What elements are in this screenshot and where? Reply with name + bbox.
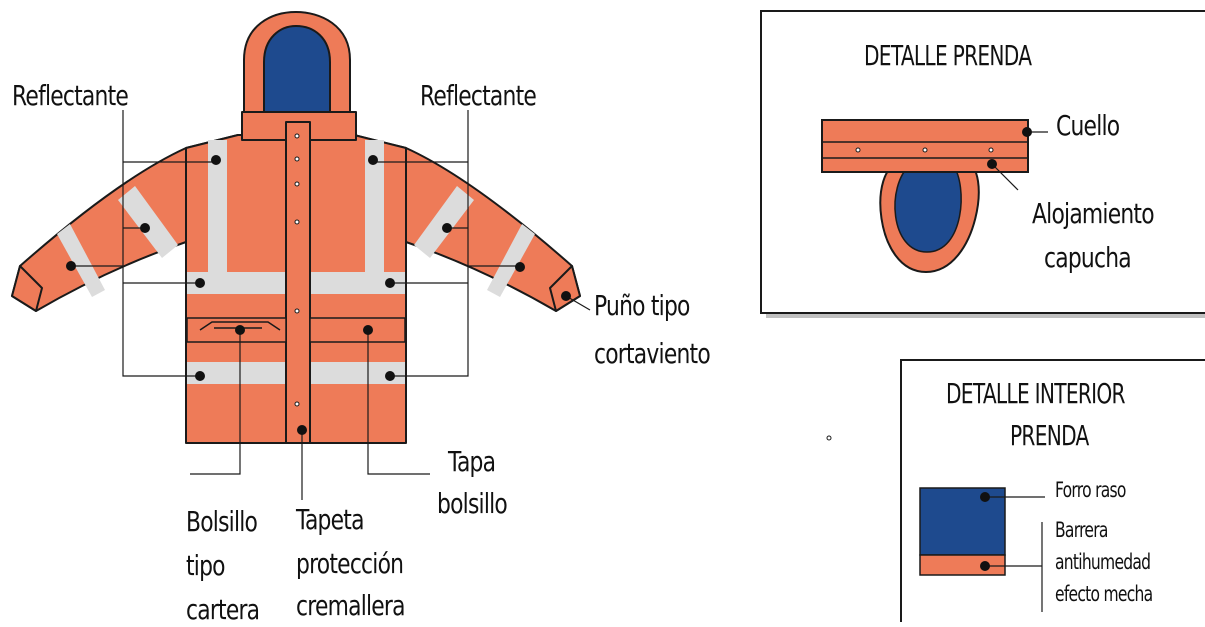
label-bolsillo-2: tipo bbox=[186, 549, 226, 582]
barrier-swatch bbox=[919, 554, 1006, 576]
label-puno-1: Puño tipo bbox=[594, 289, 690, 322]
placket-snaps bbox=[294, 133, 300, 407]
label-reflectante-right: Reflectante bbox=[420, 79, 537, 112]
label-bolsillo-3: cartera bbox=[186, 593, 260, 626]
detalle-interior-title-2: PRENDA bbox=[1010, 419, 1089, 452]
label-tapa-2: bolsillo bbox=[437, 487, 508, 520]
label-tapeta-2: protección bbox=[296, 547, 404, 580]
lining-swatch bbox=[919, 487, 1006, 556]
label-barrera-3: efecto mecha bbox=[1055, 582, 1153, 606]
panel-detalle-prenda bbox=[760, 10, 1205, 318]
label-tapa-1: Tapa bbox=[448, 445, 496, 478]
label-barrera-1: Barrera bbox=[1055, 518, 1108, 542]
label-alojamiento-1: Alojamiento bbox=[1032, 197, 1155, 230]
label-reflectante-left: Reflectante bbox=[12, 79, 129, 112]
label-bolsillo-1: Bolsillo bbox=[186, 505, 258, 538]
label-tapeta-3: cremallera bbox=[296, 589, 406, 622]
sleeve-bands bbox=[57, 186, 535, 297]
collar-detail bbox=[821, 119, 1029, 173]
left-cuff bbox=[11, 265, 43, 312]
label-puno-2: cortaviento bbox=[594, 337, 711, 370]
label-cuello: Cuello bbox=[1056, 109, 1120, 142]
detalle-interior-title-1: DETALLE INTERIOR bbox=[946, 377, 1126, 410]
right-pocket-flap bbox=[309, 317, 406, 343]
callout-dots bbox=[66, 155, 571, 435]
hood-lining bbox=[263, 25, 331, 113]
label-alojamiento-2: capucha bbox=[1044, 241, 1132, 274]
panel-detalle-interior bbox=[900, 359, 1205, 627]
placket bbox=[285, 121, 311, 444]
label-tapeta-1: Tapeta bbox=[296, 503, 364, 536]
detalle-prenda-title: DETALLE PRENDA bbox=[864, 39, 1032, 72]
hood-housing-lining bbox=[894, 164, 962, 253]
label-barrera-2: antihumedad bbox=[1055, 550, 1151, 574]
leader-lines bbox=[70, 110, 591, 500]
label-forro: Forro raso bbox=[1055, 478, 1126, 502]
